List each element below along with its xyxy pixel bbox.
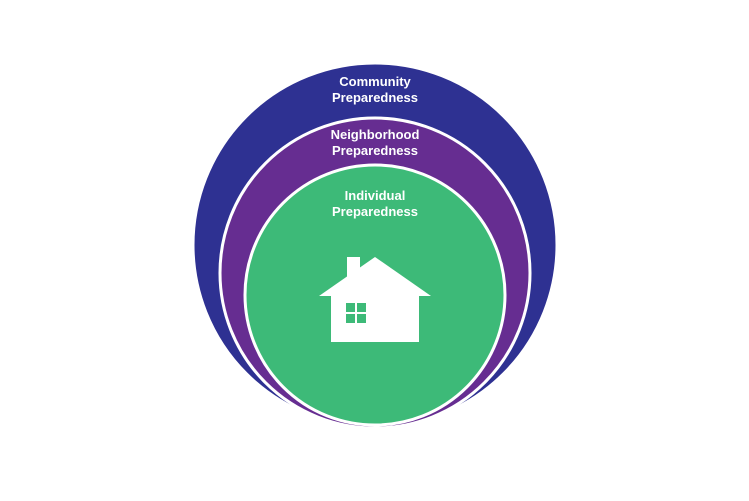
neighborhood-label-line1: Neighborhood [331, 127, 420, 142]
house-door [382, 304, 397, 342]
house-icon [319, 257, 431, 342]
house-window-pane [346, 314, 355, 323]
house-body [331, 293, 419, 342]
individual-label-line2: Preparedness [332, 204, 418, 219]
house-roof [319, 257, 431, 296]
community-label-line2: Preparedness [332, 90, 418, 105]
individual-label-line1: Individual [345, 188, 406, 203]
house-window-pane [357, 314, 366, 323]
community-label-line1: Community [339, 74, 411, 89]
neighborhood-label-line2: Preparedness [332, 143, 418, 158]
house-window-pane [357, 303, 366, 312]
house-window-pane [346, 303, 355, 312]
